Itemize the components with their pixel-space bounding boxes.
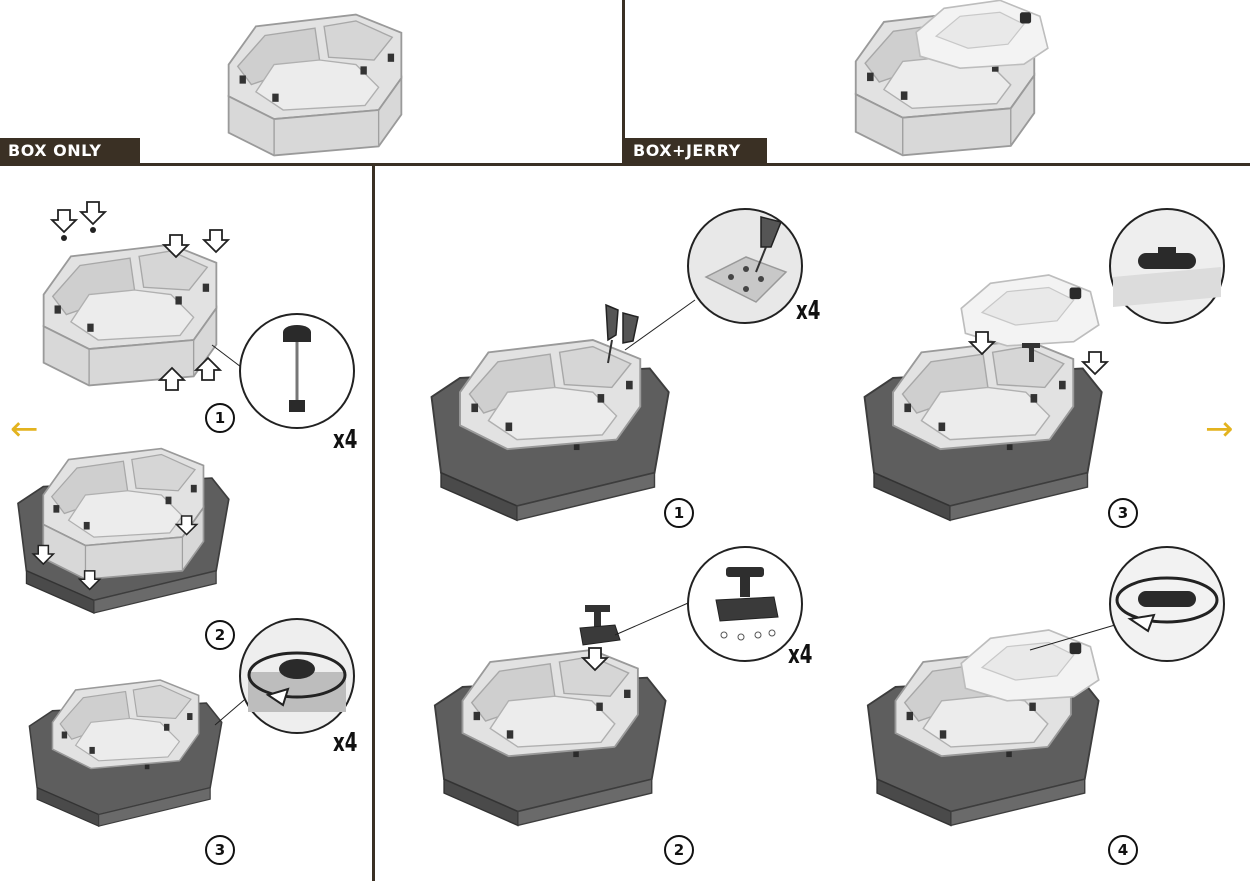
label-box-jerry-cans: BOX+JERRY CANS <box>625 138 767 186</box>
jerry-step4-leader <box>1029 624 1116 651</box>
prev-arrow-icon[interactable]: ← <box>10 409 39 449</box>
jerry-step2-detail-circle <box>687 546 803 662</box>
jerry-step1-illustration <box>430 339 670 522</box>
box-only-step2-illustration <box>17 447 230 614</box>
arrow-down-icon <box>80 201 106 225</box>
jerry-step4-jerry-can <box>960 629 1100 702</box>
jerry-step1-multiplier: x4 <box>796 296 821 326</box>
drill-icon <box>605 303 639 364</box>
clamp-icon <box>579 605 621 646</box>
header-box-only-illustration <box>227 13 403 157</box>
arrow-down-icon <box>582 647 608 671</box>
clamp-icon <box>1022 343 1040 362</box>
box-only-step3-leader <box>214 694 251 726</box>
box-only-step3-illustration <box>28 679 223 827</box>
header-underline <box>0 163 1250 166</box>
screw-icon <box>283 325 311 412</box>
label-box-only: BOX ONLY <box>0 138 140 164</box>
jerry-step4-number: 4 <box>1108 835 1138 865</box>
box-only-step1-number: 1 <box>205 403 235 433</box>
jerry-step3-detail-circle <box>1109 208 1225 324</box>
jerry-step2-clamp <box>579 605 621 671</box>
box-only-step2-number: 2 <box>205 620 235 650</box>
main-divider-vertical <box>372 165 375 881</box>
jerry-step3-number: 3 <box>1108 498 1138 528</box>
box-only-step3-detail-circle <box>239 618 355 734</box>
jerry-step2-illustration <box>433 649 667 827</box>
jerry-step2-leader <box>614 599 696 636</box>
jerry-step2-number: 2 <box>664 835 694 865</box>
jerry-step2-multiplier: x4 <box>788 640 813 670</box>
arrow-down-icon <box>51 209 77 233</box>
jerry-step1-leader <box>624 299 696 351</box>
jerry-step3-illustration <box>863 339 1103 522</box>
box-only-step1-detail-circle <box>239 313 355 429</box>
label-box-jerry-cans-text: BOX+JERRY CANS <box>633 141 741 186</box>
rotate-arrow-icon <box>247 651 347 707</box>
box-only-step3-multiplier: x4 <box>333 728 358 758</box>
jerry-step1-number: 1 <box>664 498 694 528</box>
jerry-step3-arrows <box>969 331 1108 375</box>
next-arrow-icon[interactable]: → <box>1205 409 1234 449</box>
jerry-step1-detail-circle <box>687 208 803 324</box>
label-box-only-text: BOX ONLY <box>8 141 102 160</box>
box-only-step1-multiplier: x4 <box>333 425 358 455</box>
jerry-step1-drill <box>605 303 639 364</box>
jerry-step4-detail-circle <box>1109 546 1225 662</box>
box-only-step3-number: 3 <box>205 835 235 865</box>
top-divider-vertical <box>622 0 625 165</box>
rotate-arrow-icon <box>1115 576 1219 633</box>
header-box-jerry-illustration <box>854 0 1049 157</box>
